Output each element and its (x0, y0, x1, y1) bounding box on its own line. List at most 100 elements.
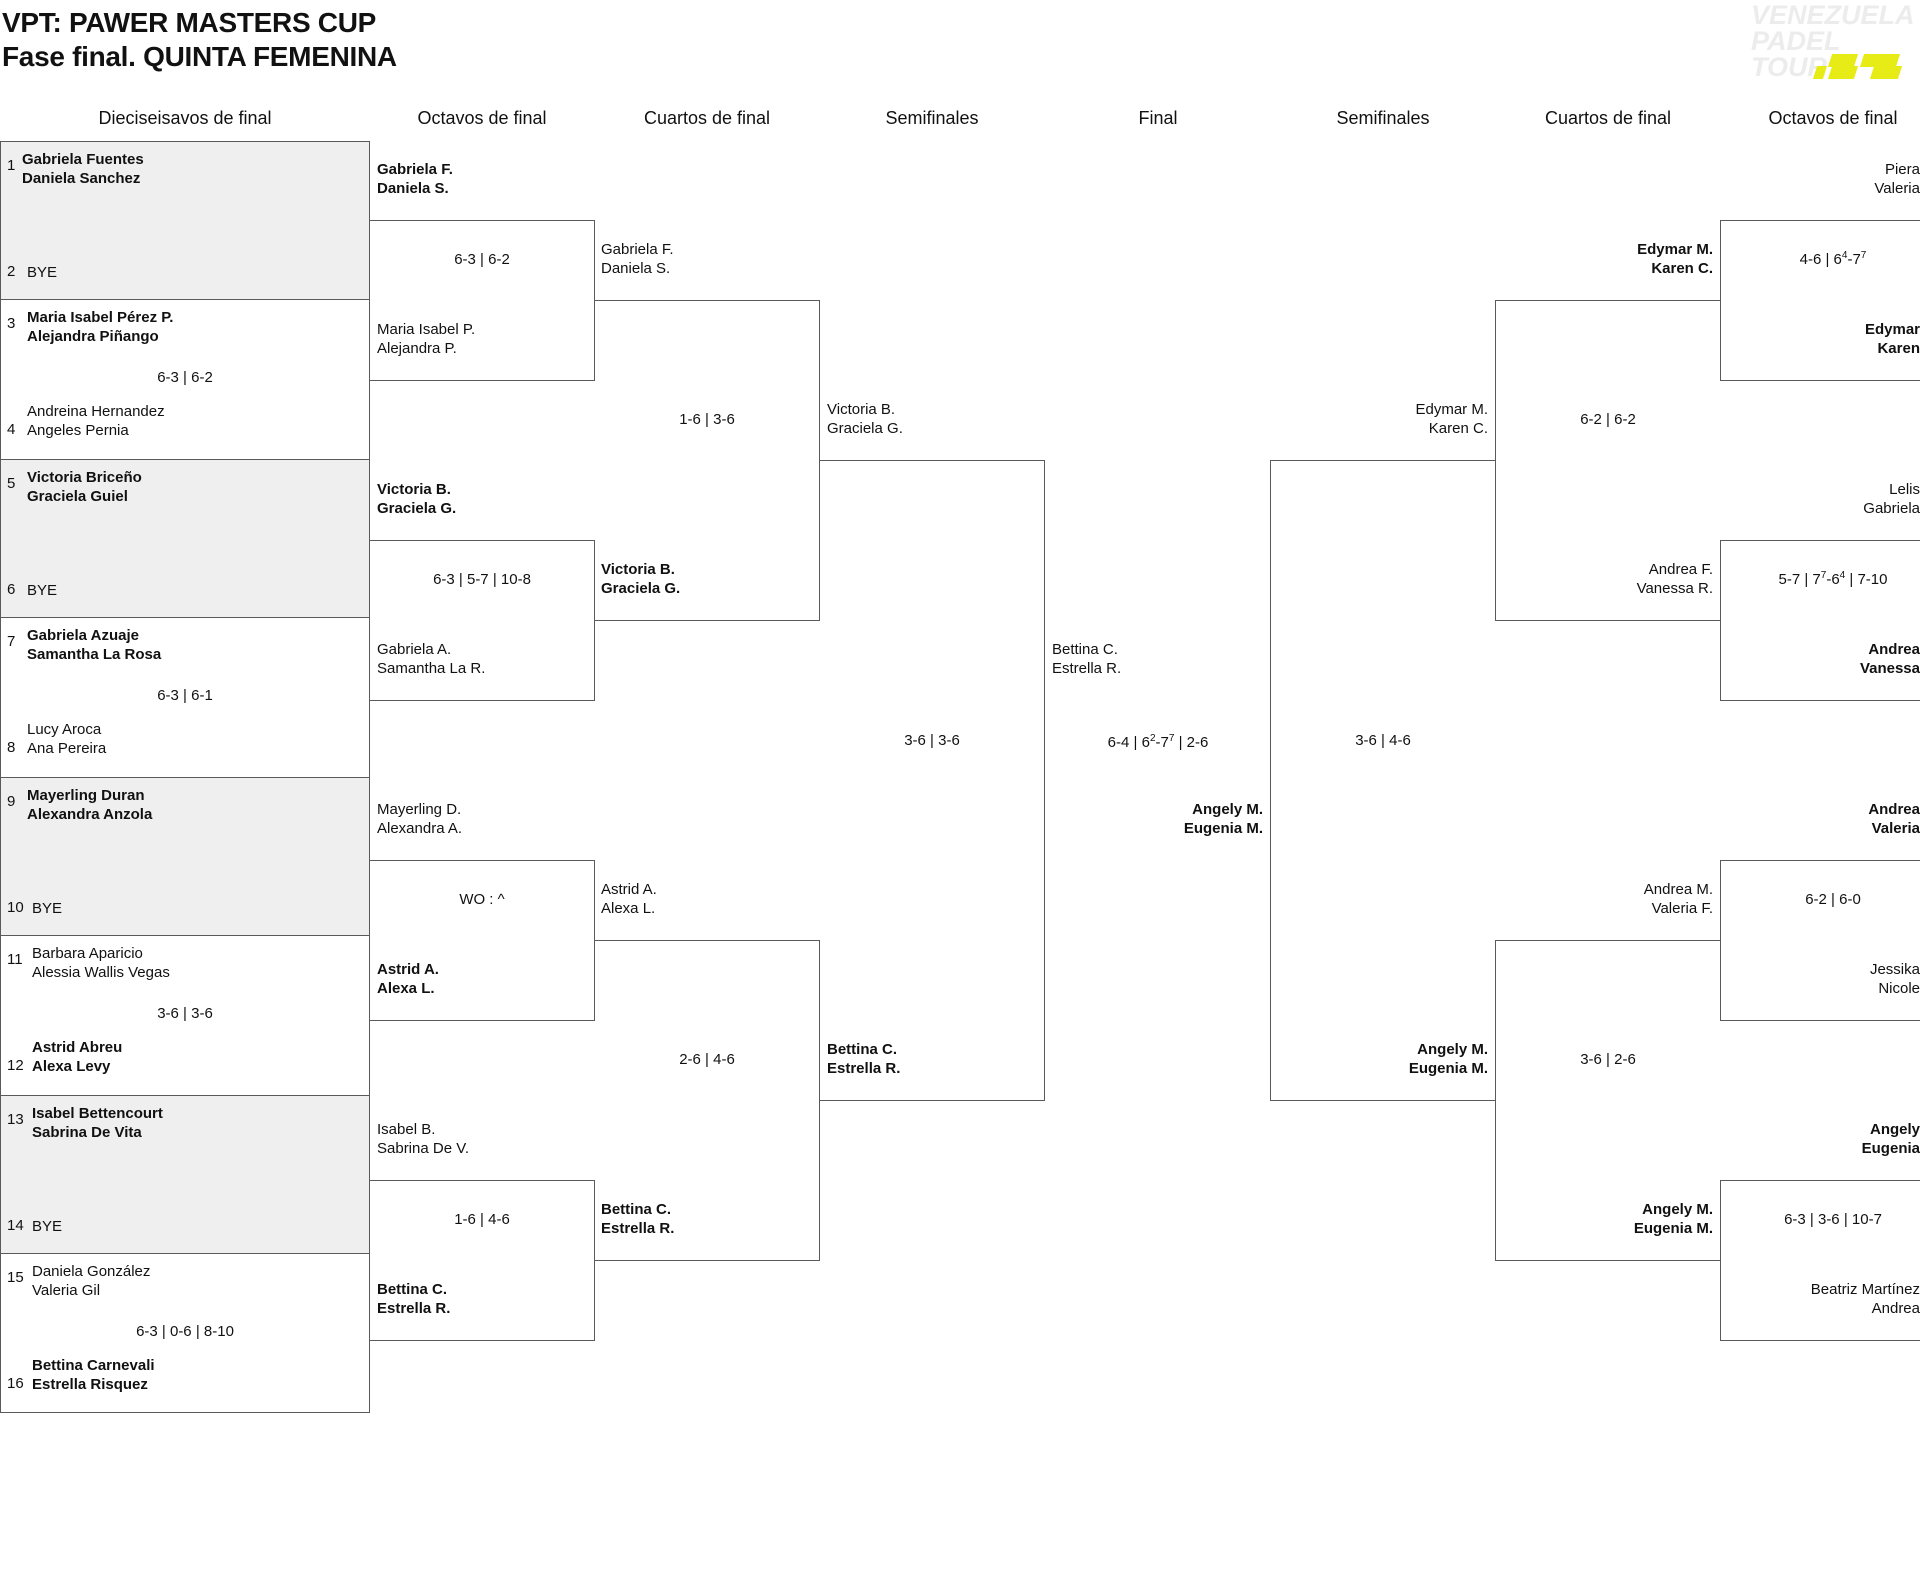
bracket-line (369, 1180, 595, 1181)
final-score: 6-4 | 62-77 | 2-6 (1028, 733, 1288, 752)
seed-number: 3 (7, 315, 16, 332)
match-score: 5-7 | 77-64 | 7-10 (1703, 570, 1920, 589)
bracket-line (1720, 1180, 1721, 1341)
player-name: Barbara Aparicio (32, 945, 143, 962)
bye-match-shade (1, 777, 369, 935)
bracket-line (1720, 700, 1920, 701)
bracket-line (1044, 460, 1045, 1101)
match-score: 3-6 | 2-6 (1580, 1051, 1636, 1068)
logo-text-line: VENEZUELA (1751, 0, 1915, 30)
match-score: 6-3 | 6-2 (157, 369, 213, 386)
player-name: Daniela González (32, 1263, 151, 1280)
player-name: Alexa Levy (32, 1058, 111, 1075)
player-name: Eugenia M. (1183, 820, 1263, 837)
bracket-line (594, 620, 820, 621)
player-name: Edymar (1864, 321, 1920, 338)
player-name: Maria Isabel Pérez P. (27, 309, 174, 326)
player-name: Gabriela F. (601, 241, 674, 258)
bye-match-shade (1, 459, 369, 617)
player-name: Samantha La R. (377, 660, 486, 677)
player-name: Andrea (1868, 641, 1920, 658)
bracket-line (819, 1100, 1045, 1101)
player-name: Astrid Abreu (32, 1039, 123, 1056)
bracket-line (1720, 1340, 1920, 1341)
tiebreak-score: 4 (1841, 250, 1848, 261)
round-header: Dieciseisavos de final (98, 108, 272, 128)
player-name: Alexa L. (601, 900, 656, 917)
bracket-line (1720, 860, 1920, 861)
score-part: 6-4 | 6 (1107, 734, 1150, 751)
bye-match-shade (1, 141, 369, 299)
bracket-line (0, 617, 370, 618)
player-name: Andrea (1868, 801, 1920, 818)
tiebreak-score: 4 (1839, 570, 1846, 581)
seed-number: 2 (7, 263, 16, 280)
score-part: 6-2 | 6-0 (1805, 891, 1861, 908)
bracket-line (1720, 1180, 1920, 1181)
bracket-line (369, 380, 595, 381)
seed-number: 5 (7, 475, 16, 492)
player-name: Bettina C. (1052, 641, 1118, 658)
round-header: Cuartos de final (1544, 108, 1672, 128)
player-name: Alexandra A. (377, 820, 463, 837)
player-name: Andrea (1871, 1300, 1920, 1317)
player-name: Mayerling D. (377, 801, 462, 818)
player-name: Gabriela (1863, 500, 1920, 517)
bracket-line (1495, 940, 1721, 941)
bracket-line (369, 220, 595, 221)
seed-number: 7 (7, 633, 16, 650)
bracket-line (1270, 460, 1496, 461)
player-name: Gabriela F. (377, 161, 453, 178)
bracket-line (1495, 620, 1721, 621)
player-name: Astrid A. (377, 961, 439, 978)
player-name: Samantha La Rosa (27, 646, 162, 663)
player-name: Victoria Briceño (27, 469, 142, 486)
player-name: Valeria (1871, 820, 1920, 837)
player-name: Bettina C. (377, 1281, 448, 1298)
bracket-line (0, 1095, 370, 1096)
player-name: Angely M. (1417, 1041, 1488, 1058)
bracket-line (594, 300, 820, 301)
player-name: Edymar M. (1637, 241, 1713, 258)
player-name: Lucy Aroca (27, 721, 102, 738)
bracket-line (0, 1412, 370, 1413)
player-name: Alexandra Anzola (27, 806, 153, 823)
bracket-line (594, 940, 820, 941)
bracket-line (1720, 220, 1721, 381)
match-score: 3-6 | 3-6 (157, 1005, 213, 1022)
player-name: Vanessa R. (1636, 580, 1713, 597)
bracket-line (1720, 540, 1920, 541)
score-part: -7 (1155, 734, 1169, 751)
player-name: Karen (1877, 340, 1920, 357)
player-name: Vanessa (1859, 660, 1920, 677)
player-name: Valeria (1874, 180, 1920, 197)
vpt-logo: VENEZUELA PADEL TOUR (1735, 0, 1920, 90)
seed-number: 9 (7, 793, 16, 810)
player-name: Eugenia M. (1408, 1060, 1488, 1077)
score-part: 5-7 | 7 (1778, 571, 1821, 588)
match-score: 6-3 | 0-6 | 8-10 (136, 1323, 234, 1340)
logo-accent-bar (1827, 66, 1859, 79)
match-score: WO : ^ (459, 891, 505, 908)
bracket-line (0, 141, 370, 142)
bracket-line (1720, 220, 1920, 221)
player-name: BYE (27, 264, 58, 281)
player-name: Jessika (1869, 961, 1920, 978)
bracket-line (1495, 940, 1496, 1261)
seed-number: 1 (7, 157, 16, 174)
seed-number: 8 (7, 739, 16, 756)
bracket-line (0, 299, 370, 300)
match-score: 1-6 | 3-6 (679, 411, 735, 428)
tiebreak-score: 7 (1820, 570, 1827, 581)
match-score: 4-6 | 64-77 (1703, 250, 1920, 269)
bracket-line (594, 1260, 820, 1261)
player-name: BYE (32, 900, 63, 917)
seed-number: 4 (7, 421, 16, 438)
bracket-line (369, 1020, 595, 1021)
player-name: Sabrina De Vita (32, 1124, 142, 1141)
bracket-line (1495, 300, 1721, 301)
player-name: Alexa L. (377, 980, 435, 997)
bracket-line (1720, 540, 1721, 701)
bracket-line (1270, 1100, 1496, 1101)
bracket-line (369, 141, 370, 1413)
